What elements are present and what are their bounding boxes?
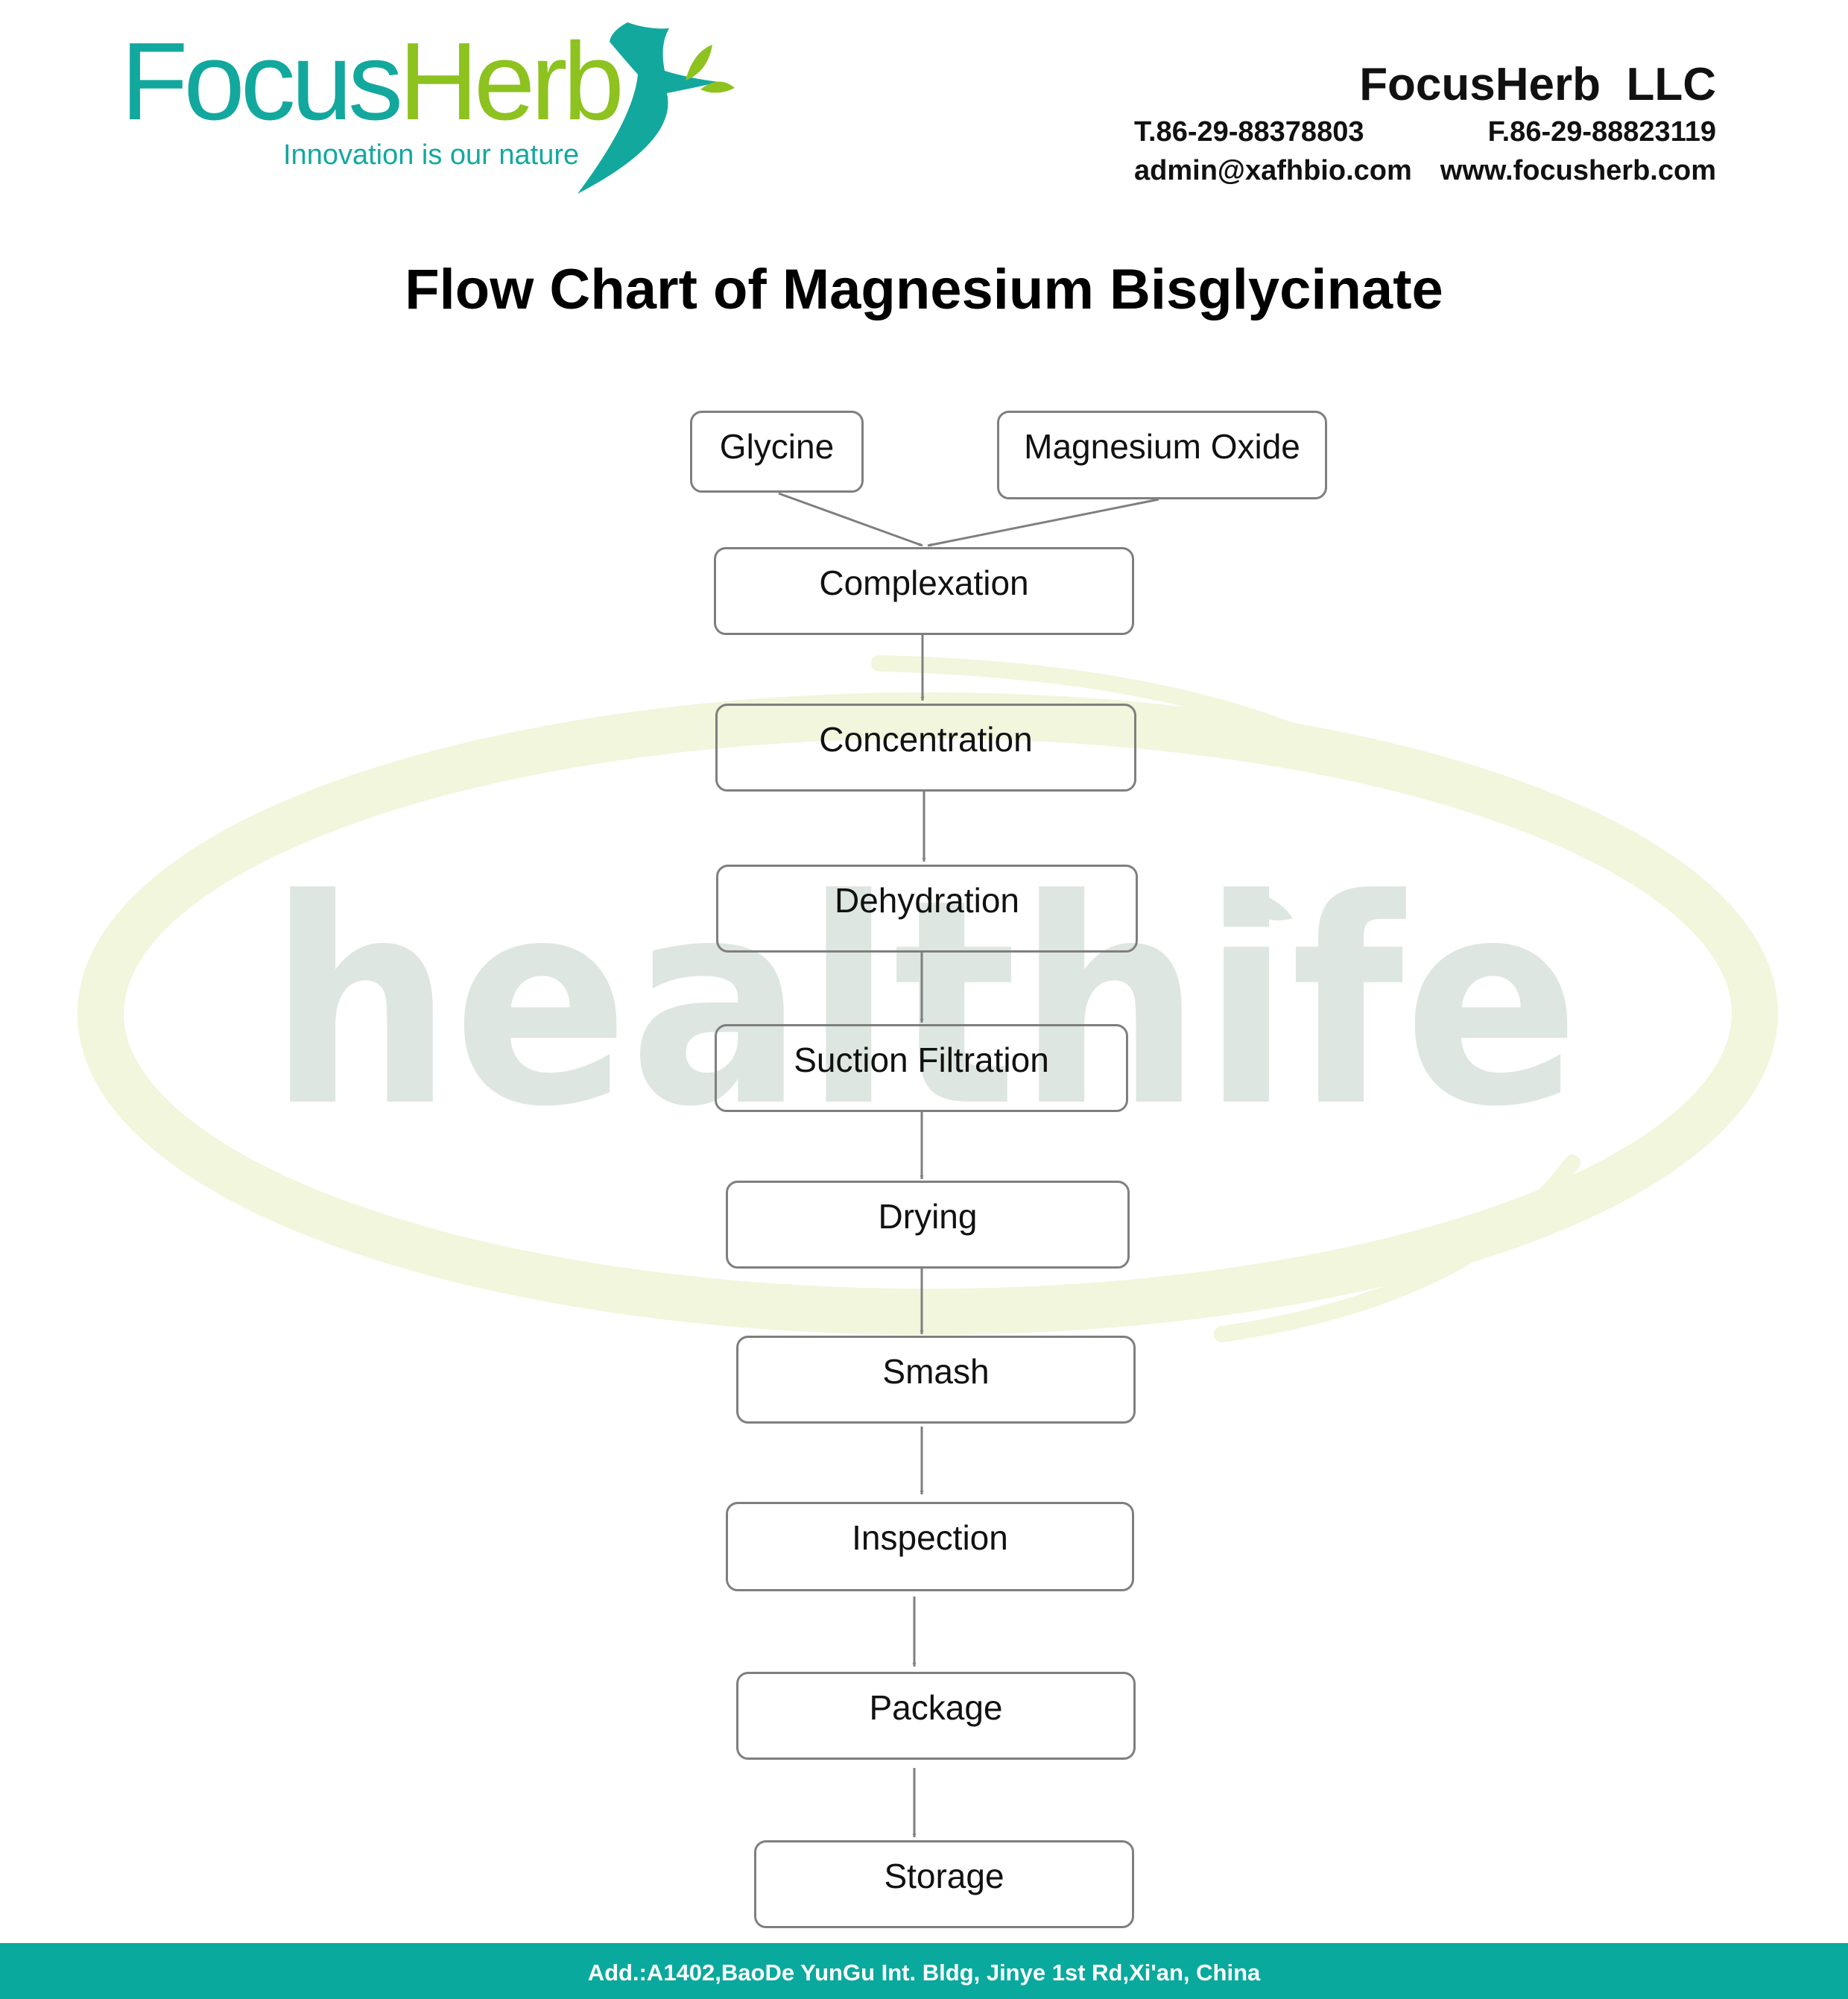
node-suction-filtration: Suction Filtration [715,1024,1128,1112]
logo-figure-icon [578,22,719,194]
node-drying: Drying [726,1181,1130,1269]
email-address: admin@xafhbio.com [1134,155,1412,186]
node-complexation: Complexation [714,547,1134,635]
phone-number: T.86-29-88378803 [1134,116,1364,148]
arrow-glycine-to-complexation [778,492,923,547]
watermark-swoosh-bottom [1214,1155,1580,1342]
node-package: Package [736,1672,1136,1760]
logo-tagline: Innovation is our nature [283,139,579,171]
watermark-text: healthife [268,839,1580,1169]
watermark-leaf-icon [1233,893,1293,920]
node-storage: Storage [754,1840,1134,1928]
logo-leaf-icon [686,45,712,80]
footer-bar [0,1943,1848,1999]
logo-leaf-icon-2 [700,81,735,93]
watermark-ring [77,692,1778,1335]
logo-focus-text: Focus [121,20,399,143]
node-glycine: Glycine [690,411,864,493]
node-dehydration: Dehydration [716,865,1138,953]
node-smash: Smash [736,1336,1136,1424]
logo-herb-text: Herb [399,20,620,143]
arrow-magnesium-oxide-to-complexation [927,498,1159,547]
node-magnesium-oxide: Magnesium Oxide [997,411,1327,499]
website-url: www.focusherb.com [1440,155,1716,186]
node-concentration: Concentration [715,704,1136,792]
logo-wordmark: FocusHerb [121,20,621,143]
footer-address: Add.:A1402,BaoDe YunGu Int. Bldg, Jinye … [587,1959,1261,1986]
node-inspection: Inspection [726,1502,1134,1591]
page-title: Flow Chart of Magnesium Bisglycinate [405,258,1443,321]
watermark-swoosh-top [871,655,1372,772]
focusherb-logo: FocusHerb Innovation is our nature [121,20,735,194]
company-name: FocusHerb LLC [1359,59,1716,110]
fax-number: F.86-29-88823119 [1487,116,1716,148]
